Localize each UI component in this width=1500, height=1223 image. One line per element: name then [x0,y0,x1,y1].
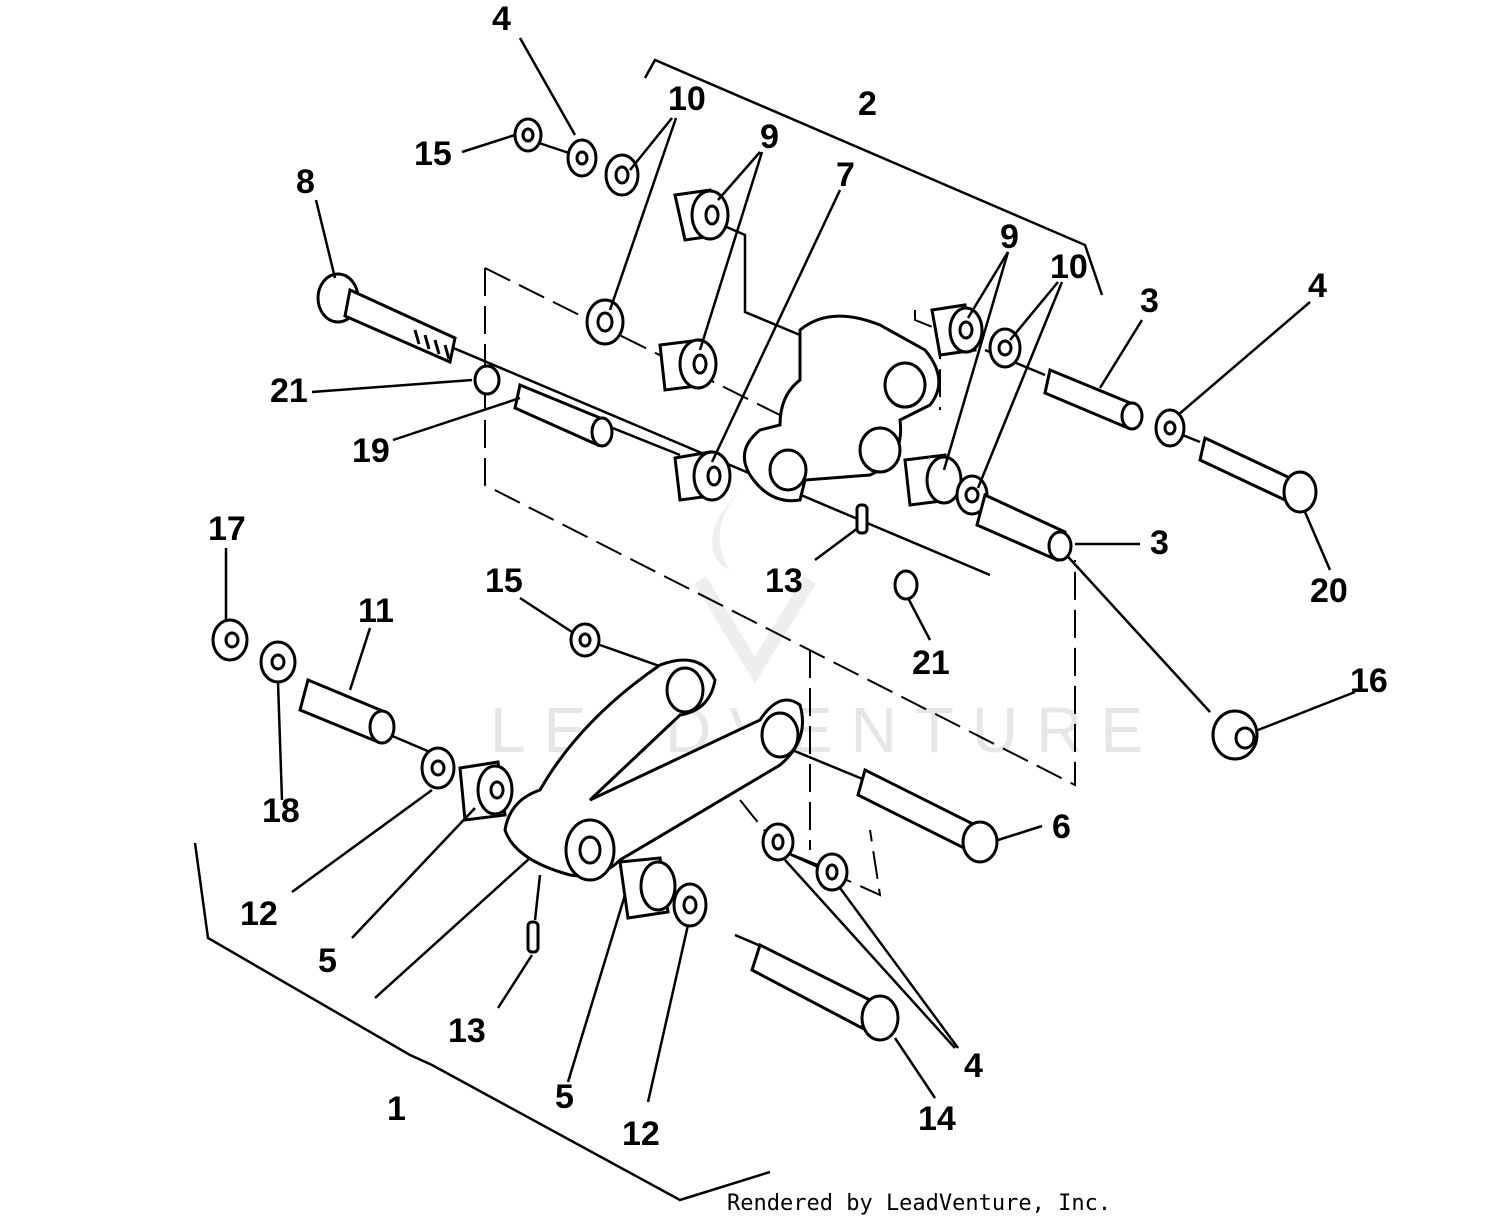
callout-9-right: 9 [1000,218,1019,256]
callout-21-lower: 21 [912,644,950,682]
callout-10-top: 10 [668,80,706,118]
nut-15-lower [569,622,601,658]
callout-19: 19 [352,432,390,470]
callout-3-right: 3 [1150,524,1169,562]
fitting-13-upper [855,503,869,535]
leader-lines [224,37,1356,1103]
spacer-3-lower [975,492,1073,563]
callout-17: 17 [208,510,246,548]
nut-12-right [672,882,708,928]
callout-labels: 4 10 2 15 9 7 8 9 10 3 4 21 19 17 3 13 1… [208,0,1388,1153]
callout-9-top: 9 [760,118,779,156]
nut-10-top [604,153,640,197]
callout-13-lower: 13 [448,1012,486,1050]
callout-5-left: 5 [318,942,337,980]
assembly-bracket-1 [193,842,771,1202]
bolt-20 [1198,435,1318,514]
callout-12-left: 12 [240,895,278,933]
callout-10-right: 10 [1050,248,1088,286]
callout-15-top: 15 [414,135,452,173]
callout-4-right: 4 [1308,267,1327,305]
callout-1: 1 [387,1090,406,1128]
callout-2: 2 [858,85,877,123]
bushing-5-right [618,856,677,920]
bracket-2 [742,314,941,503]
bolt-6 [856,767,999,864]
callout-4-top: 4 [492,0,511,38]
spacer-11 [298,677,396,745]
bushing-9-lower [903,453,963,507]
washer-4-right [1154,408,1186,448]
washer-21-upper [473,364,501,396]
washer-21-lower [893,569,919,601]
callout-14: 14 [918,1100,956,1138]
callout-4-lower: 4 [964,1047,983,1085]
fitting-13-lower [526,920,540,954]
nut-12-left [420,746,456,790]
render-credit: Rendered by LeadVenture, Inc. [727,1191,1111,1216]
nut-16 [1211,709,1259,761]
callout-16: 16 [1350,662,1388,700]
nut-10-middle [585,298,625,346]
bushing-9-right [930,303,984,357]
callout-8: 8 [296,163,315,201]
callout-11: 11 [358,592,394,630]
washer-4-upper [566,138,598,178]
nut-15-upper [513,117,543,153]
callout-20: 20 [1310,572,1348,610]
callout-21-upper: 21 [270,372,308,410]
callout-7: 7 [836,156,855,194]
arm-1 [503,658,804,882]
assembly-bracket-2 [643,58,1104,296]
bushing-9-middle [658,338,718,392]
callout-15-lower: 15 [485,562,523,600]
bushing-7 [673,450,732,502]
nut-17 [211,618,249,662]
bolt-14 [750,942,900,1042]
callout-3-top: 3 [1140,282,1159,320]
bushing-5-left [458,760,514,822]
callout-18: 18 [262,792,300,830]
washer-4-lower-a [761,822,795,862]
callout-13-upper: 13 [765,562,803,600]
spacer-3-upper [1043,367,1144,431]
callout-5-bottom: 5 [555,1078,574,1116]
bushing-9-top [673,188,730,242]
callout-12-bottom: 12 [622,1115,660,1153]
callout-6: 6 [1052,808,1071,846]
bolt-8 [316,272,457,365]
washer-4-lower-b [815,852,849,892]
washer-18 [259,640,297,684]
